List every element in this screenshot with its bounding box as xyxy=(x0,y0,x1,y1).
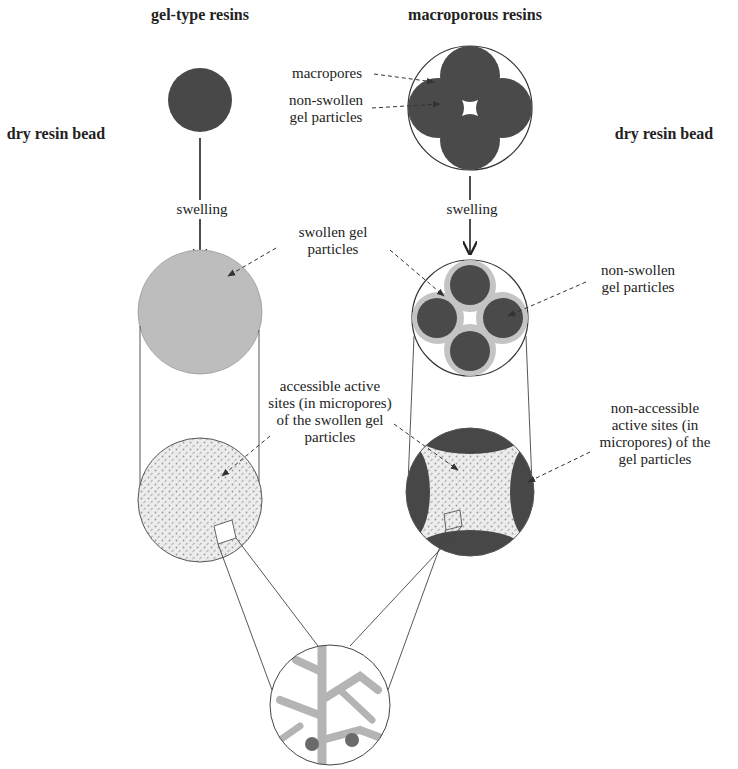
callout-label: accessible active sites (in micropores) … xyxy=(268,378,392,446)
dry-macroporous-bead xyxy=(408,46,532,170)
callout-label: non-swollen gel particles xyxy=(280,92,372,126)
callout-label: swollen gel particles xyxy=(278,224,388,258)
column-heading: gel-type resins xyxy=(120,6,280,24)
dry-gel-bead xyxy=(168,68,232,132)
process-label: swelling xyxy=(166,200,238,219)
callout-label: macropores xyxy=(282,65,372,82)
column-heading: macroporous resins xyxy=(385,6,565,24)
process-label: swelling xyxy=(436,200,508,219)
gel-zoom-circle xyxy=(138,438,262,562)
callout-label: non-swollen gel particles xyxy=(590,262,686,296)
row-label: dry resin bead xyxy=(614,125,714,143)
polymer-network-detail xyxy=(270,640,392,769)
swollen-macroporous-bead xyxy=(412,260,528,376)
macroporous-zoom-circle xyxy=(386,406,554,578)
row-label: dry resin bead xyxy=(6,125,106,143)
leader-line xyxy=(222,74,590,482)
swollen-gel-bead xyxy=(138,250,262,374)
callout-label: non-accessible active sites (in micropor… xyxy=(592,400,718,468)
